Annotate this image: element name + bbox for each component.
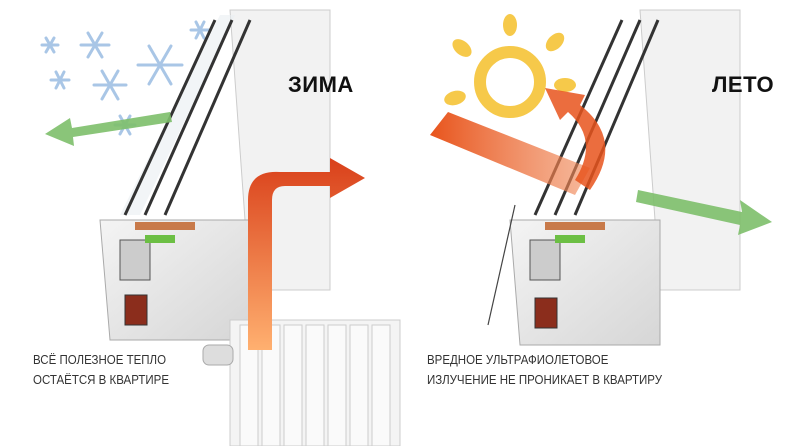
winter-caption-line2: ОСТАЁТСЯ В КВАРТИРЕ	[33, 373, 170, 387]
summer-window	[509, 9, 741, 346]
pointer-line	[487, 204, 516, 326]
summer-title: ЛЕТО	[712, 72, 775, 97]
radiator	[202, 319, 401, 446]
winter-title: ЗИМА	[288, 72, 354, 97]
sun-icon	[444, 14, 576, 118]
summer-caption: ВРЕДНОЕ УЛЬТРАФИОЛЕТОВОЕ ИЗЛУЧЕНИЕ НЕ ПР…	[427, 350, 662, 390]
summer-caption-line2: ИЗЛУЧЕНИЕ НЕ ПРОНИКАЕТ В КВАРТИРУ	[427, 373, 663, 387]
uv-reflection-arrow-icon	[430, 88, 606, 195]
winter-caption: ВСЁ ПОЛЕЗНОЕ ТЕПЛО ОСТАЁТСЯ В КВАРТИРЕ	[33, 350, 169, 390]
green-arrow-right-icon	[636, 190, 772, 235]
winter-window	[99, 9, 331, 341]
winter-caption-line1: ВСЁ ПОЛЕЗНОЕ ТЕПЛО	[33, 353, 167, 367]
summer-caption-line1: ВРЕДНОЕ УЛЬТРАФИОЛЕТОВОЕ	[427, 353, 609, 367]
heat-arrow-icon	[248, 158, 365, 350]
green-arrow-left-icon	[45, 112, 172, 146]
